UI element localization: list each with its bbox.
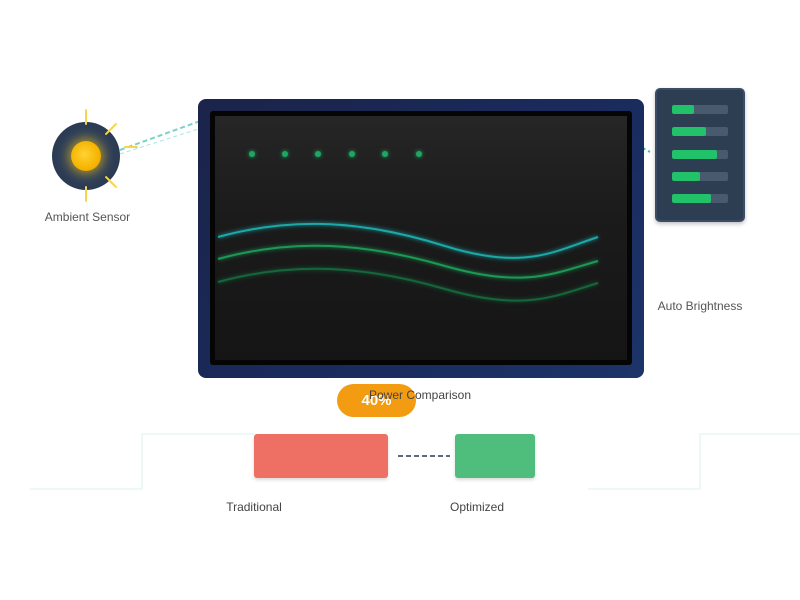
brightness-bar — [672, 105, 728, 114]
display-screen — [210, 111, 632, 365]
sun-ray — [85, 186, 87, 202]
screen-content — [217, 151, 599, 302]
ambient-sensor-label: Ambient Sensor — [44, 210, 131, 224]
brightness-bar — [672, 150, 728, 159]
wave-line-cyan — [217, 222, 599, 259]
brightness-bar — [672, 194, 728, 203]
brightness-bar-fill — [672, 150, 717, 159]
wave-line-green — [217, 244, 599, 279]
sun-ray — [124, 146, 138, 148]
auto-brightness-label: Auto Brightness — [657, 299, 743, 313]
brightness-bar-fill — [672, 172, 700, 181]
brightness-bar-fill — [672, 194, 712, 203]
indicator-dots — [249, 151, 422, 157]
brightness-bar-fill — [672, 105, 695, 114]
power-comparison-title: Power Comparison — [368, 388, 472, 402]
traditional-label: Traditional — [226, 500, 282, 514]
optimized-label: Optimized — [449, 500, 505, 514]
brightness-bar-fill — [672, 127, 706, 136]
wave-line-green-dim — [217, 267, 599, 302]
display-monitor — [198, 99, 644, 378]
sun-ray — [85, 109, 87, 125]
auto-brightness-panel — [655, 88, 745, 222]
optimized-power-box — [455, 434, 535, 478]
savings-badge: 40% — [337, 384, 416, 417]
ambient-sensor — [52, 109, 138, 202]
indicator-dot — [315, 151, 321, 157]
indicator-dot — [349, 151, 355, 157]
traditional-power-box — [254, 434, 388, 478]
indicator-dot — [382, 151, 388, 157]
sun-icon — [71, 141, 101, 171]
brightness-bar — [672, 172, 728, 181]
brightness-bar — [672, 127, 728, 136]
indicator-dot — [282, 151, 288, 157]
indicator-dot — [249, 151, 255, 157]
indicator-dot — [416, 151, 422, 157]
